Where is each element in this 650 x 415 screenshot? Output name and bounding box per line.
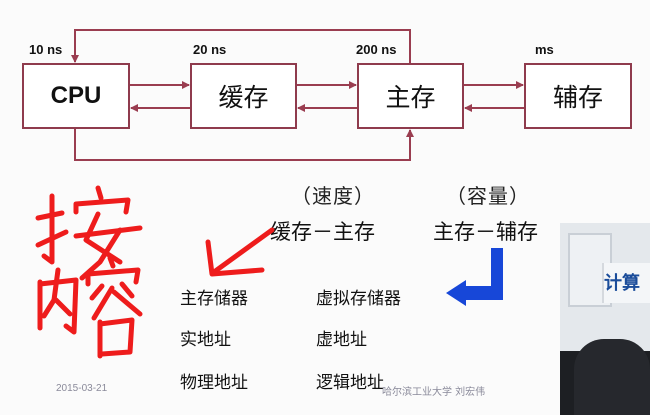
- term-virtual-memory: 虚拟存储器: [316, 289, 401, 309]
- term-virtual-address: 虚地址: [316, 330, 367, 350]
- term-physical-address: 物理地址: [180, 373, 248, 393]
- lecturer-video: 计算: [560, 223, 650, 415]
- bypass-line-top: [71, 29, 411, 64]
- secondary-storage-box: 辅存: [524, 63, 632, 129]
- term-real-address: 实地址: [180, 330, 231, 350]
- timing-cache: 20 ns: [193, 42, 227, 57]
- bypass-line-bottom: [74, 128, 414, 161]
- timing-secondary: ms: [535, 42, 554, 57]
- capacity-pair-label: 主存－辅存: [433, 220, 538, 244]
- cpu-box: CPU: [22, 63, 130, 129]
- footer-date: 2015-03-21: [56, 383, 108, 394]
- cache-box: 缓存: [190, 63, 297, 129]
- term-main-memory: 主存储器: [180, 289, 248, 309]
- speed-pair-label: 缓存－主存: [270, 220, 375, 244]
- term-logical-address: 逻辑地址: [316, 373, 384, 393]
- main-memory-box: 主存: [357, 63, 464, 129]
- footer-institution: 哈尔滨工业大学 刘宏伟: [382, 387, 486, 398]
- timing-main-memory: 200 ns: [356, 42, 397, 57]
- speed-heading: （速度）: [291, 184, 375, 208]
- video-sign: [602, 263, 650, 303]
- capacity-heading: （容量）: [446, 184, 530, 208]
- timing-cpu: 10 ns: [29, 42, 63, 57]
- lecturer-silhouette: [574, 339, 650, 415]
- video-sign-text: 计算: [604, 273, 640, 294]
